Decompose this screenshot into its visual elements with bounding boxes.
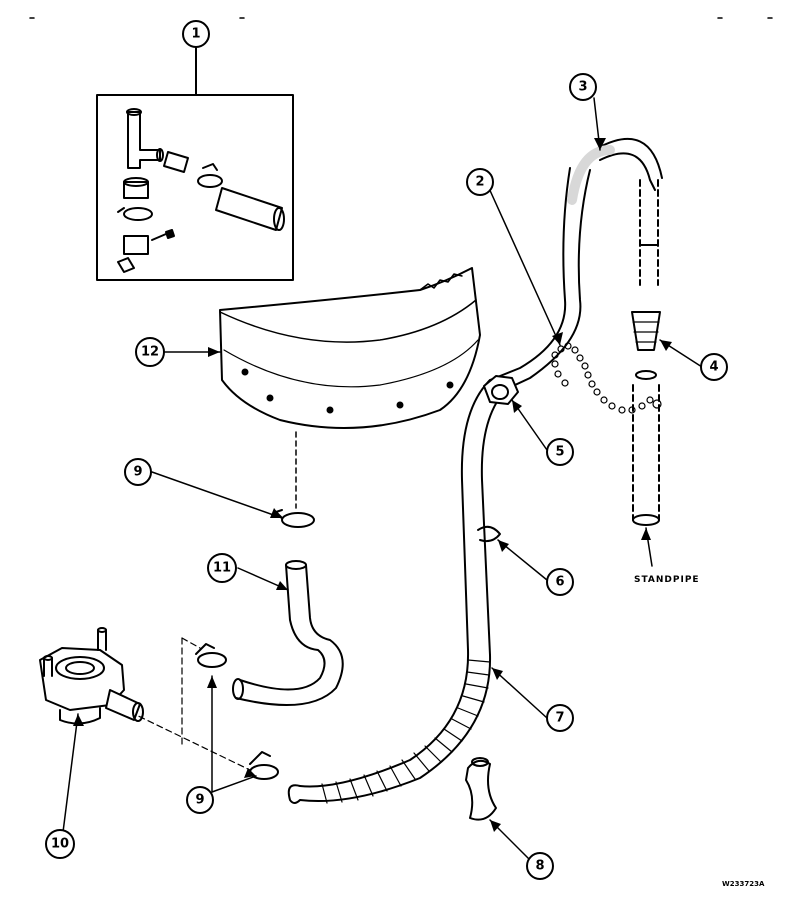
callout-8 <box>526 852 554 880</box>
callout-9b-label: 9 <box>195 793 204 808</box>
callout-11 <box>207 553 237 583</box>
callout-5-label: 5 <box>555 445 564 460</box>
callout-6 <box>546 568 574 596</box>
callout-3-label: 3 <box>578 80 587 95</box>
callout-9a-label: 9 <box>133 465 142 480</box>
callout-11-label: 11 <box>213 561 231 576</box>
standpipe <box>631 179 661 526</box>
callout-10 <box>45 829 75 859</box>
drawing-code: W233723A <box>722 880 765 888</box>
callout-4 <box>700 353 728 381</box>
callout-12 <box>135 337 165 367</box>
callout-1-label: 1 <box>191 27 200 42</box>
callout-12-label: 12 <box>141 345 159 360</box>
callout-9a <box>124 458 152 486</box>
callout-6-label: 6 <box>555 575 564 590</box>
arrowheads <box>73 138 672 832</box>
callout-1 <box>182 20 210 48</box>
callout-10-label: 10 <box>51 837 69 852</box>
outer-tub-part-12 <box>219 267 481 509</box>
drain-pump-part-10 <box>39 627 144 725</box>
callout-2 <box>466 168 494 196</box>
hose-clip-part-8 <box>465 757 497 821</box>
callout-3 <box>569 73 597 101</box>
callout-4-label: 4 <box>709 360 718 375</box>
drain-hose-assembly <box>287 138 663 804</box>
pump-hose-part-11 <box>129 509 344 780</box>
callout-9b <box>186 786 214 814</box>
callout-5 <box>546 438 574 466</box>
callout-7 <box>546 704 574 732</box>
standpipe-label: STANDPIPE <box>634 575 700 585</box>
callout-7-label: 7 <box>555 711 564 726</box>
callout-2-label: 2 <box>475 175 484 190</box>
callout-8-label: 8 <box>535 859 544 874</box>
kit-box-part-1 <box>96 47 294 281</box>
leader-lines <box>61 97 703 861</box>
